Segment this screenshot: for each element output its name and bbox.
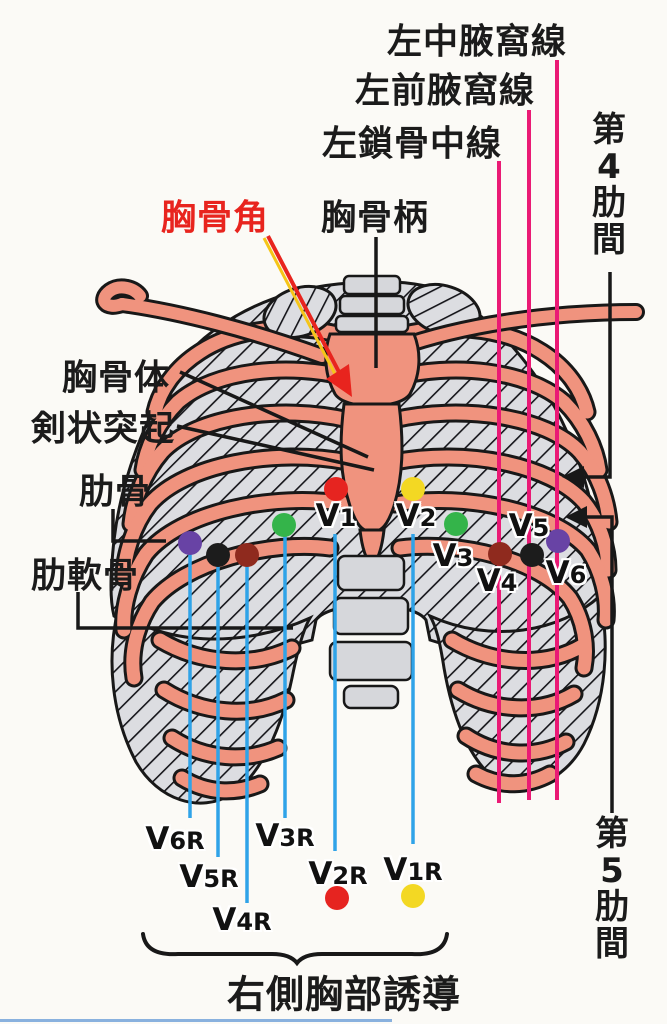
right-chest-leads-brace	[141, 932, 449, 967]
label-sternal-angle: 胸骨角	[160, 198, 270, 239]
electrode-v4	[488, 542, 512, 566]
ics5-pointer	[583, 515, 614, 813]
pointer-lines	[76, 237, 614, 813]
label-lead-v4r: V4R	[212, 902, 272, 938]
lower-spine	[328, 554, 414, 710]
label-costal-cartilage: 肋軟骨	[30, 556, 140, 597]
scan-edge-artifact	[0, 1019, 392, 1022]
label-4th-intercostal-space: 第4肋間	[592, 110, 626, 261]
lead-pointer-lines	[188, 534, 415, 903]
label-mid-axillary-line: 左中腋窩線	[386, 22, 568, 63]
label-lead-v5: V5	[508, 508, 550, 544]
ics5-arrowhead	[565, 506, 587, 528]
electrode-v3	[444, 512, 468, 536]
axillary-reference-lines	[497, 60, 559, 803]
label-5th-intercostal-space: 第5肋間	[595, 814, 629, 965]
electrode-v1	[324, 477, 348, 501]
electrode-v5r-mirror	[206, 543, 230, 567]
label-lead-v4: V4	[476, 563, 518, 599]
sternal-body-pointer	[179, 370, 369, 459]
ics4-pointer	[580, 272, 612, 479]
label-lead-v1: V1	[315, 498, 357, 534]
label-lead-v5r: V5R	[179, 859, 239, 895]
electrode-v2r	[325, 886, 349, 910]
electrode-v3r-mirror	[272, 513, 296, 537]
label-lead-v3r: V3R	[255, 818, 315, 854]
label-rib: 肋骨	[78, 472, 152, 513]
xiphoid-pointer	[176, 424, 375, 472]
upper-vertebrae	[334, 274, 410, 334]
rib-pointer	[111, 509, 166, 543]
label-manubrium: 胸骨柄	[320, 198, 430, 239]
electrode-v2	[401, 477, 425, 501]
electrode-v5	[520, 543, 544, 567]
label-midclavicular-line: 左鎖骨中線	[321, 124, 503, 165]
costal-cartilage-pointer	[76, 592, 293, 630]
label-lead-v6r: V6R	[145, 821, 205, 857]
label-lead-v2r: V2R	[308, 856, 368, 892]
label-lead-v1r: V1R	[383, 852, 443, 888]
label-right-chest-leads: 右側胸部誘導	[226, 972, 462, 1017]
electrode-v6	[546, 529, 570, 553]
label-lead-v2: V2	[395, 498, 437, 534]
electrode-v4r-mirror	[235, 543, 259, 567]
label-sternal-body: 胸骨体	[61, 358, 171, 399]
electrode-v1r	[401, 884, 425, 908]
label-lead-v6: V6	[545, 555, 587, 591]
clavicles	[95, 278, 645, 365]
label-anterior-axillary-line: 左前腋窩線	[354, 71, 536, 112]
electrode-v6r-mirror	[178, 531, 202, 555]
sternal-angle-arrow	[262, 235, 352, 397]
label-lead-v3: V3	[432, 538, 474, 574]
ics4-arrowhead	[562, 466, 584, 488]
label-xiphoid-process: 剣状突起	[30, 409, 176, 450]
